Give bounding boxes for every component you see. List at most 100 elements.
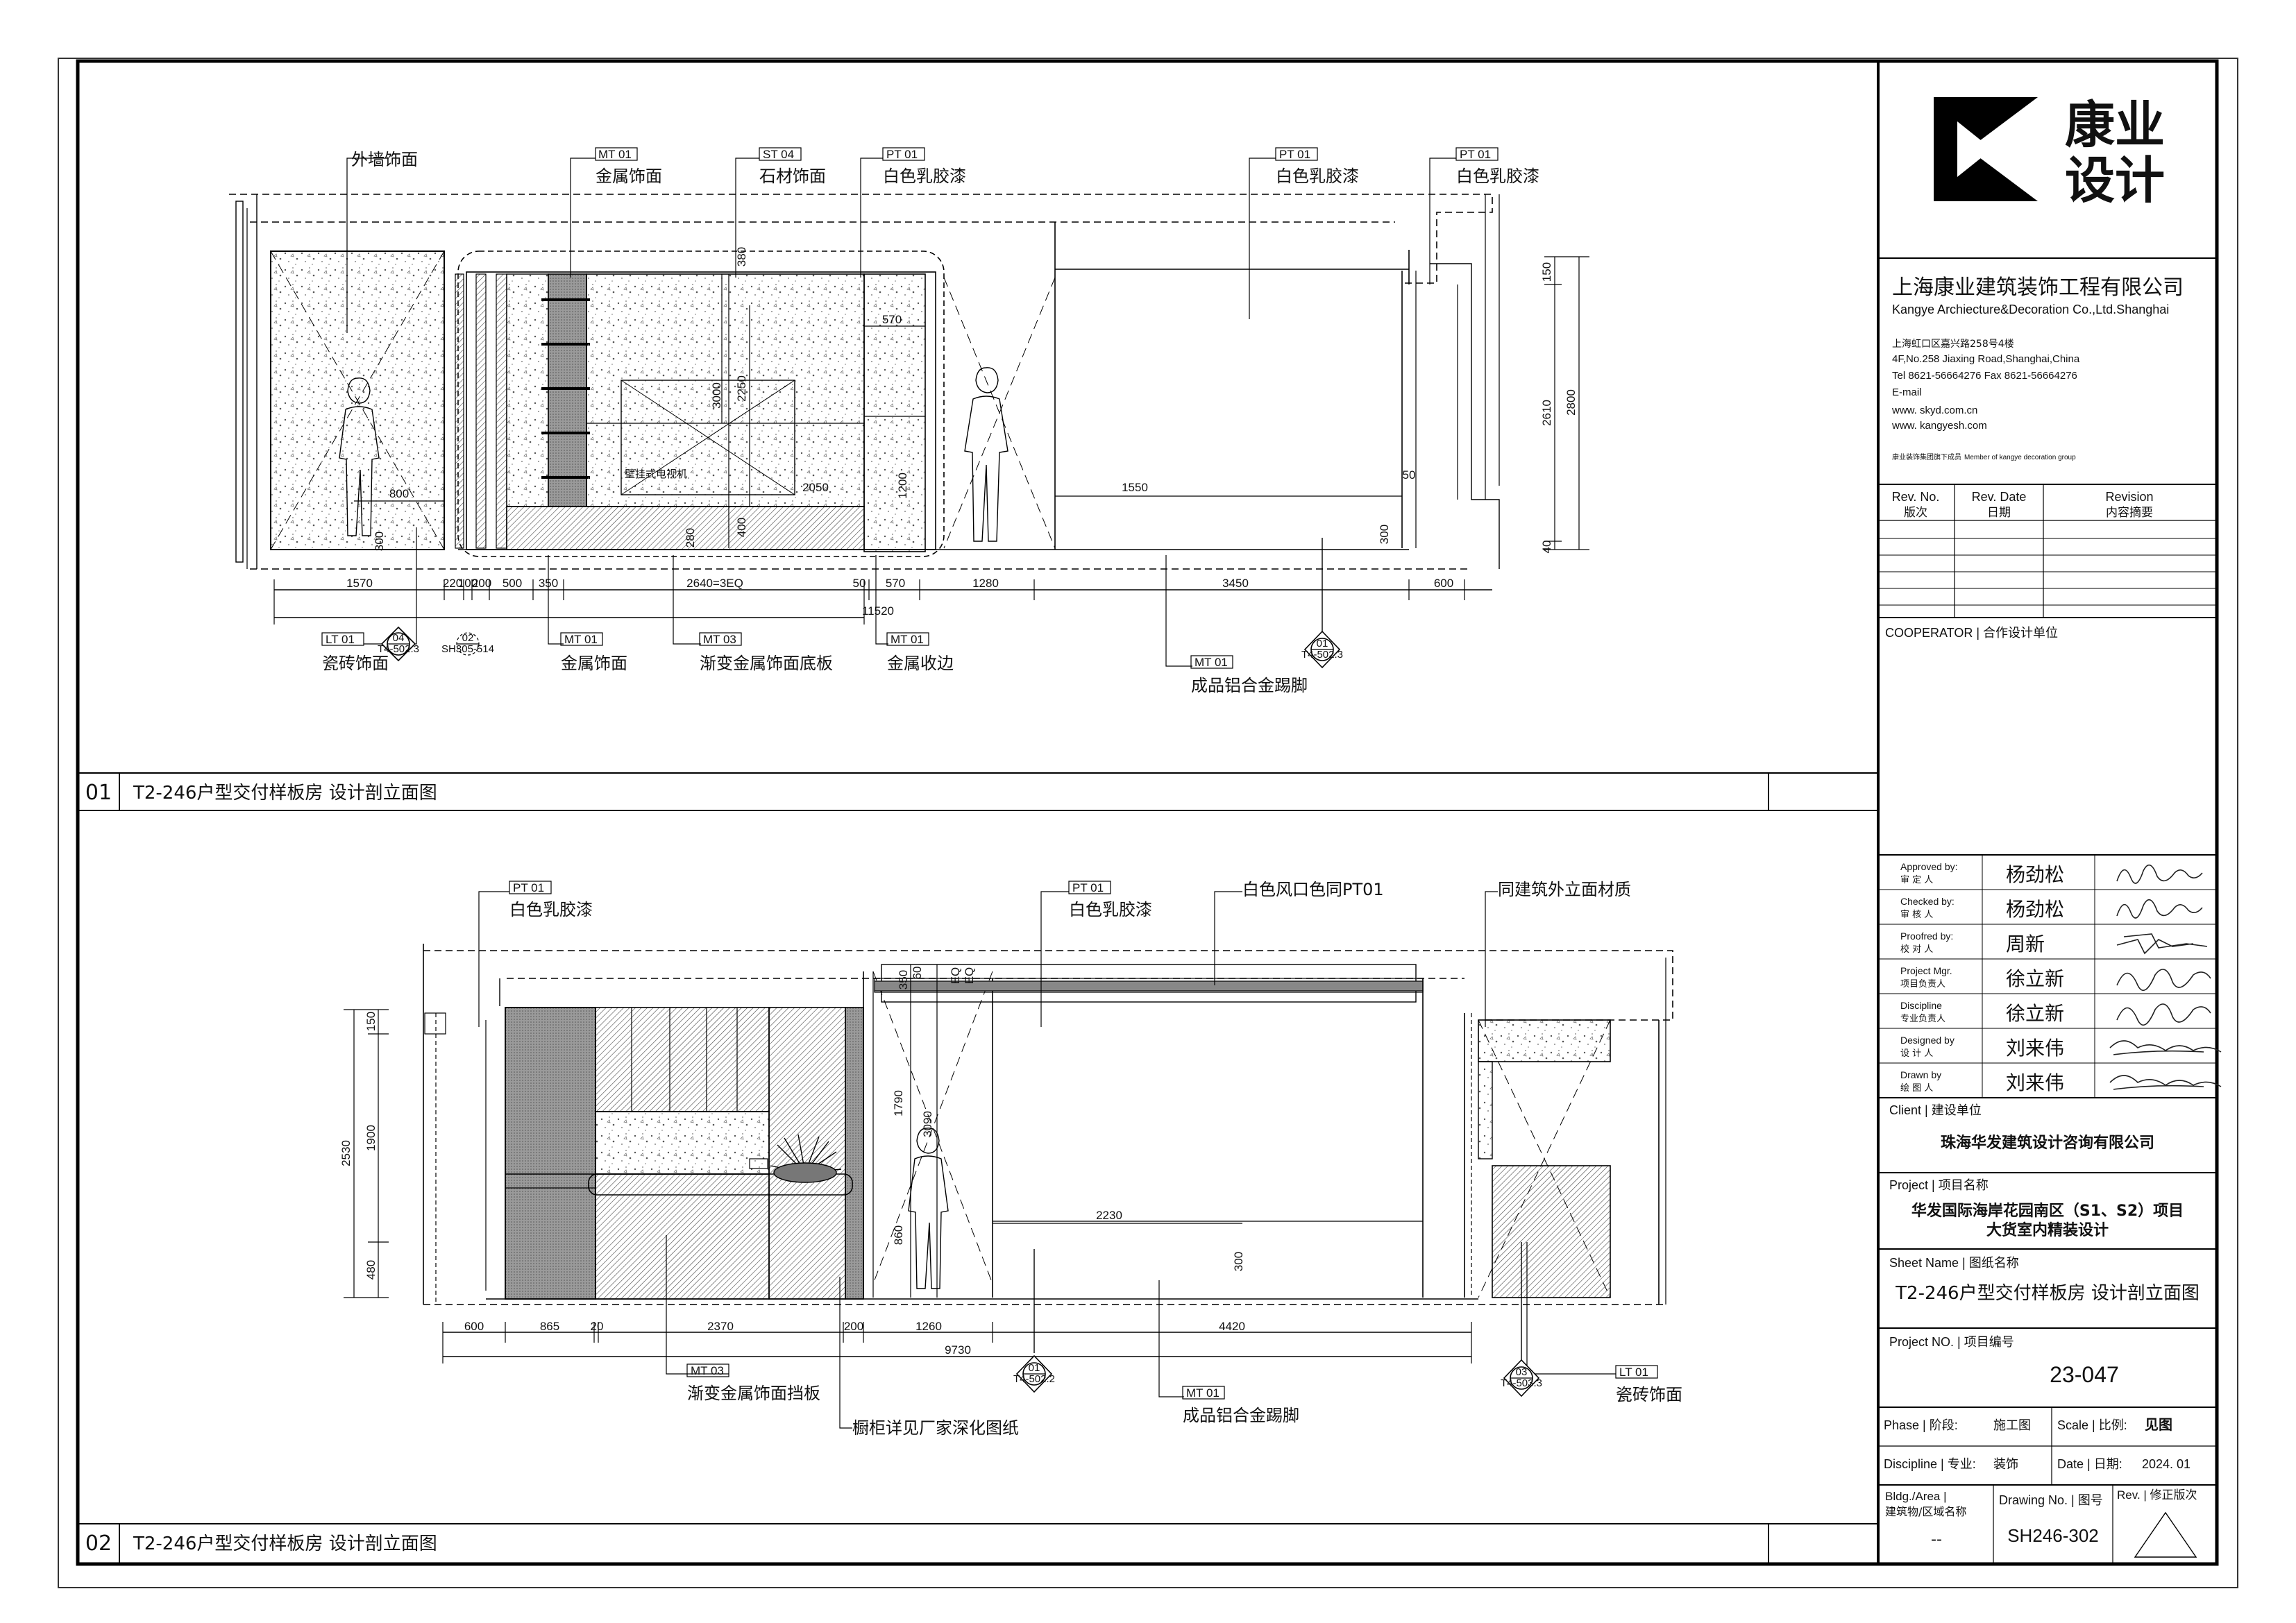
view1-callouts-top bbox=[346, 147, 1499, 333]
approval-role-cn-1: 审 核 人 bbox=[1900, 910, 1933, 920]
callout-code-mt01-d: MT 01 bbox=[1195, 656, 1228, 669]
v2-callout-code-pt01-b: PT 01 bbox=[1072, 881, 1104, 894]
view1-inner-dim-lines bbox=[354, 274, 1402, 548]
dim2-860: 860 bbox=[892, 1225, 905, 1245]
approval-name-4: 徐立新 bbox=[2006, 1002, 2064, 1025]
view1-section-mark-04: 04 T4-502.3 bbox=[378, 626, 419, 662]
dim-1550: 1550 bbox=[1122, 481, 1148, 494]
dim-100: 100 bbox=[458, 577, 478, 590]
dim-300-right: 300 bbox=[1378, 525, 1391, 544]
tv-label: 壁挂式电视机 bbox=[625, 468, 687, 480]
date-label: Date | 日期: bbox=[2057, 1457, 2122, 1471]
dim2-150: 150 bbox=[364, 1012, 378, 1031]
bldg-label: Bldg./Area | bbox=[1885, 1490, 1947, 1503]
dim-600: 600 bbox=[1434, 577, 1453, 590]
view2-inner-dims: 350 60 EQ EQ 1790 3090 860 2230 300 bbox=[892, 967, 1245, 1272]
svg-text:SH305-514: SH305-514 bbox=[441, 643, 494, 655]
approval-role-0: Approved by: bbox=[1900, 861, 1958, 872]
approval-role-5: Designed by bbox=[1900, 1035, 1955, 1046]
dim-total-11520: 11520 bbox=[862, 604, 894, 618]
approval-role-cn-3: 项目负责人 bbox=[1900, 979, 1945, 989]
approval-name-2: 周新 bbox=[2006, 933, 2045, 955]
dim-2610: 2610 bbox=[1540, 400, 1553, 426]
logo-text-line2: 设计 bbox=[2065, 151, 2165, 210]
approval-rows: Approved by: 审 定 人 杨劲松 Checked by: 审 核 人… bbox=[1900, 861, 2064, 1094]
svg-text:02: 02 bbox=[462, 632, 474, 644]
dim-800: 800 bbox=[389, 487, 409, 500]
rev-col1: Rev. No. bbox=[1892, 490, 1940, 504]
callout-code-st04: ST 04 bbox=[763, 148, 794, 161]
approvals-table bbox=[1878, 855, 2217, 1098]
dim-3450: 3450 bbox=[1222, 577, 1249, 590]
svg-text:T4-502.3: T4-502.3 bbox=[378, 643, 419, 655]
dim2-1900: 1900 bbox=[364, 1125, 378, 1151]
company-web2: www. kangyesh.com bbox=[1891, 420, 1987, 432]
company-name-cn: 上海康业建筑装饰工程有限公司 bbox=[1892, 275, 2184, 300]
discipline-value: 装饰 bbox=[1993, 1457, 2018, 1472]
outer-border bbox=[58, 58, 2238, 1588]
view1-inner-dims: 800 300 570 380 3000 2250 1200 2050 400 … bbox=[373, 247, 1415, 551]
callout-code-mt01-b: MT 01 bbox=[564, 633, 598, 646]
view2-callouts-bottom bbox=[666, 1235, 1658, 1429]
svg-text:01: 01 bbox=[1029, 1362, 1040, 1374]
dim2-2530: 2530 bbox=[339, 1140, 353, 1166]
svg-text:04: 04 bbox=[393, 632, 405, 644]
approval-role-cn-4: 专业负责人 bbox=[1900, 1014, 1945, 1024]
dim2-2230: 2230 bbox=[1096, 1209, 1122, 1222]
view1-title: T2-246户型交付样板房 设计剖立面图 bbox=[133, 783, 437, 804]
svg-text:T4-503.3: T4-503.3 bbox=[1501, 1377, 1542, 1389]
rev-col3: Revision bbox=[2105, 490, 2153, 504]
view2-section-mark-03: 03 T4-503.3 bbox=[1501, 1242, 1542, 1397]
approval-role-cn-0: 审 定 人 bbox=[1900, 875, 1933, 885]
view1-section-mark-01: 01 T4-502.3 bbox=[1301, 538, 1343, 669]
company-member-en: Member of kangye decoration group bbox=[1964, 454, 2076, 461]
view2-dim-labels: 600 865 20 2370 200 1260 4420 9730 bbox=[464, 1320, 1245, 1357]
dim2-3090: 3090 bbox=[921, 1111, 934, 1137]
callout-metal-finish: 金属饰面 bbox=[596, 167, 662, 186]
v2-callout-tile-finish: 瓷砖饰面 bbox=[1616, 1385, 1682, 1404]
dim-570-inner: 570 bbox=[882, 313, 902, 326]
sheet-name-label: Sheet Name | 图纸名称 bbox=[1889, 1256, 2019, 1270]
callout-code-mt03: MT 03 bbox=[703, 633, 736, 646]
dim2-350: 350 bbox=[897, 970, 910, 989]
project-no-label: Project NO. | 项目编号 bbox=[1889, 1335, 2014, 1349]
v2-callout-vent-color: 白色风口色同PT01 bbox=[1242, 880, 1384, 899]
dim2-20: 20 bbox=[591, 1320, 604, 1333]
date-value: 2024. 01 bbox=[2142, 1457, 2191, 1471]
view1-elevation: 壁挂式电视机 bbox=[229, 194, 1500, 570]
view2-dimensions bbox=[442, 1322, 1472, 1363]
dim2-2370: 2370 bbox=[707, 1320, 734, 1333]
dim2-300: 300 bbox=[1232, 1252, 1245, 1271]
callout-white-paint-b: 白色乳胶漆 bbox=[1276, 167, 1359, 186]
dim-2050: 2050 bbox=[802, 481, 829, 494]
dim-3000: 3000 bbox=[710, 382, 723, 409]
dim2-480: 480 bbox=[364, 1260, 378, 1280]
dim2-1790: 1790 bbox=[892, 1090, 905, 1116]
approval-role-4: Discipline bbox=[1900, 1000, 1942, 1011]
approval-name-3: 徐立新 bbox=[2006, 967, 2064, 990]
discipline-label: Discipline | 专业: bbox=[1884, 1457, 1976, 1471]
dim-200: 200 bbox=[472, 577, 491, 590]
dim2-total-9730: 9730 bbox=[945, 1343, 971, 1357]
approval-role-cn-2: 校 对 人 bbox=[1900, 944, 1933, 955]
dim-280: 280 bbox=[684, 528, 697, 547]
approval-role-6: Drawn by bbox=[1900, 1069, 1941, 1080]
svg-text:03: 03 bbox=[1516, 1366, 1528, 1378]
dim-220: 220 bbox=[443, 577, 462, 590]
v2-callout-white-paint-b: 白色乳胶漆 bbox=[1069, 900, 1152, 919]
drawing-no-value: SH246-302 bbox=[2007, 1525, 2099, 1546]
view2-elevation bbox=[423, 944, 1673, 1305]
callout-code-mt01-c: MT 01 bbox=[890, 633, 924, 646]
rev-col2: Rev. Date bbox=[1972, 490, 2027, 504]
v2-callout-exterior-match: 同建筑外立面材质 bbox=[1498, 880, 1631, 899]
view1-right-dims bbox=[1544, 256, 1589, 550]
approval-name-6: 刘来伟 bbox=[2006, 1071, 2064, 1094]
callout-metal-finish-b: 金属饰面 bbox=[561, 654, 627, 673]
rev-col2-cn: 日期 bbox=[1987, 506, 2011, 520]
view2-left-dims bbox=[344, 1009, 389, 1298]
approval-role-3: Project Mgr. bbox=[1900, 965, 1952, 976]
callout-aluminum-skirting: 成品铝合金踢脚 bbox=[1191, 676, 1308, 695]
phase-label: Phase | 阶段: bbox=[1884, 1418, 1958, 1432]
